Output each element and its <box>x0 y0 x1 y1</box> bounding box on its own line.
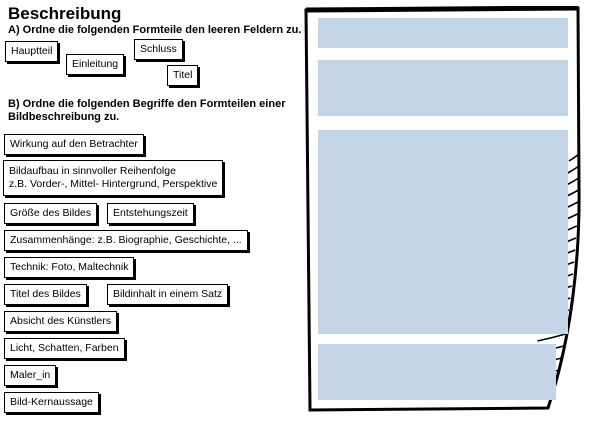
dropzone-2[interactable] <box>318 60 568 116</box>
chip-hauptteil[interactable]: Hauptteil <box>5 41 59 62</box>
chip-titel[interactable]: Titel <box>167 65 199 86</box>
chip-technik[interactable]: Technik: Foto, Maltechnik <box>4 257 135 278</box>
chip-maler[interactable]: Maler_in <box>4 365 57 386</box>
curl-stroke <box>568 153 580 162</box>
chip-bildaufbau-line2: z.B. Vorder-, Mittel- Hintergrund, Persp… <box>9 178 218 190</box>
dropzone-1[interactable] <box>318 18 568 48</box>
curl-stroke <box>567 165 580 174</box>
chip-schluss[interactable]: Schluss <box>134 39 183 60</box>
dropzone-3[interactable] <box>318 130 568 334</box>
curl-stroke <box>537 333 566 342</box>
chip-licht[interactable]: Licht, Schatten, Farben <box>4 338 125 359</box>
page-title: Beschreibung <box>8 4 122 23</box>
instruction-a: A) Ordne die folgenden Formteile den lee… <box>8 24 302 36</box>
instruction-b-line2: Bildbeschreibung zu. <box>8 111 120 123</box>
chip-titel-des-bildes[interactable]: Titel des Bildes <box>4 284 87 305</box>
chip-bildaufbau-line1: Bildaufbau in sinnvoller Reihenfolge <box>9 165 176 177</box>
chip-bildinhalt[interactable]: Bildinhalt in einem Satz <box>107 284 229 305</box>
chip-bildaufbau[interactable]: Bildaufbau in sinnvoller Reihenfolge z.B… <box>3 160 224 196</box>
paper-sheet <box>302 6 584 416</box>
chip-kernaussage[interactable]: Bild-Kernaussage <box>4 392 99 413</box>
instruction-b-line1: B) Ordne die folgenden Begriffe den Form… <box>8 98 286 110</box>
dropzone-4[interactable] <box>318 344 556 400</box>
chip-einleitung[interactable]: Einleitung <box>66 54 125 75</box>
chip-zusammenhaenge[interactable]: Zusammenhänge: z.B. Biographie, Geschich… <box>4 230 248 251</box>
chip-entstehungszeit[interactable]: Entstehungszeit <box>107 203 194 224</box>
chip-absicht[interactable]: Absicht des Künstlers <box>4 311 117 332</box>
chip-wirkung[interactable]: Wirkung auf den Betrachter <box>4 134 144 155</box>
chip-groesse[interactable]: Größe des Bildes <box>4 203 98 224</box>
